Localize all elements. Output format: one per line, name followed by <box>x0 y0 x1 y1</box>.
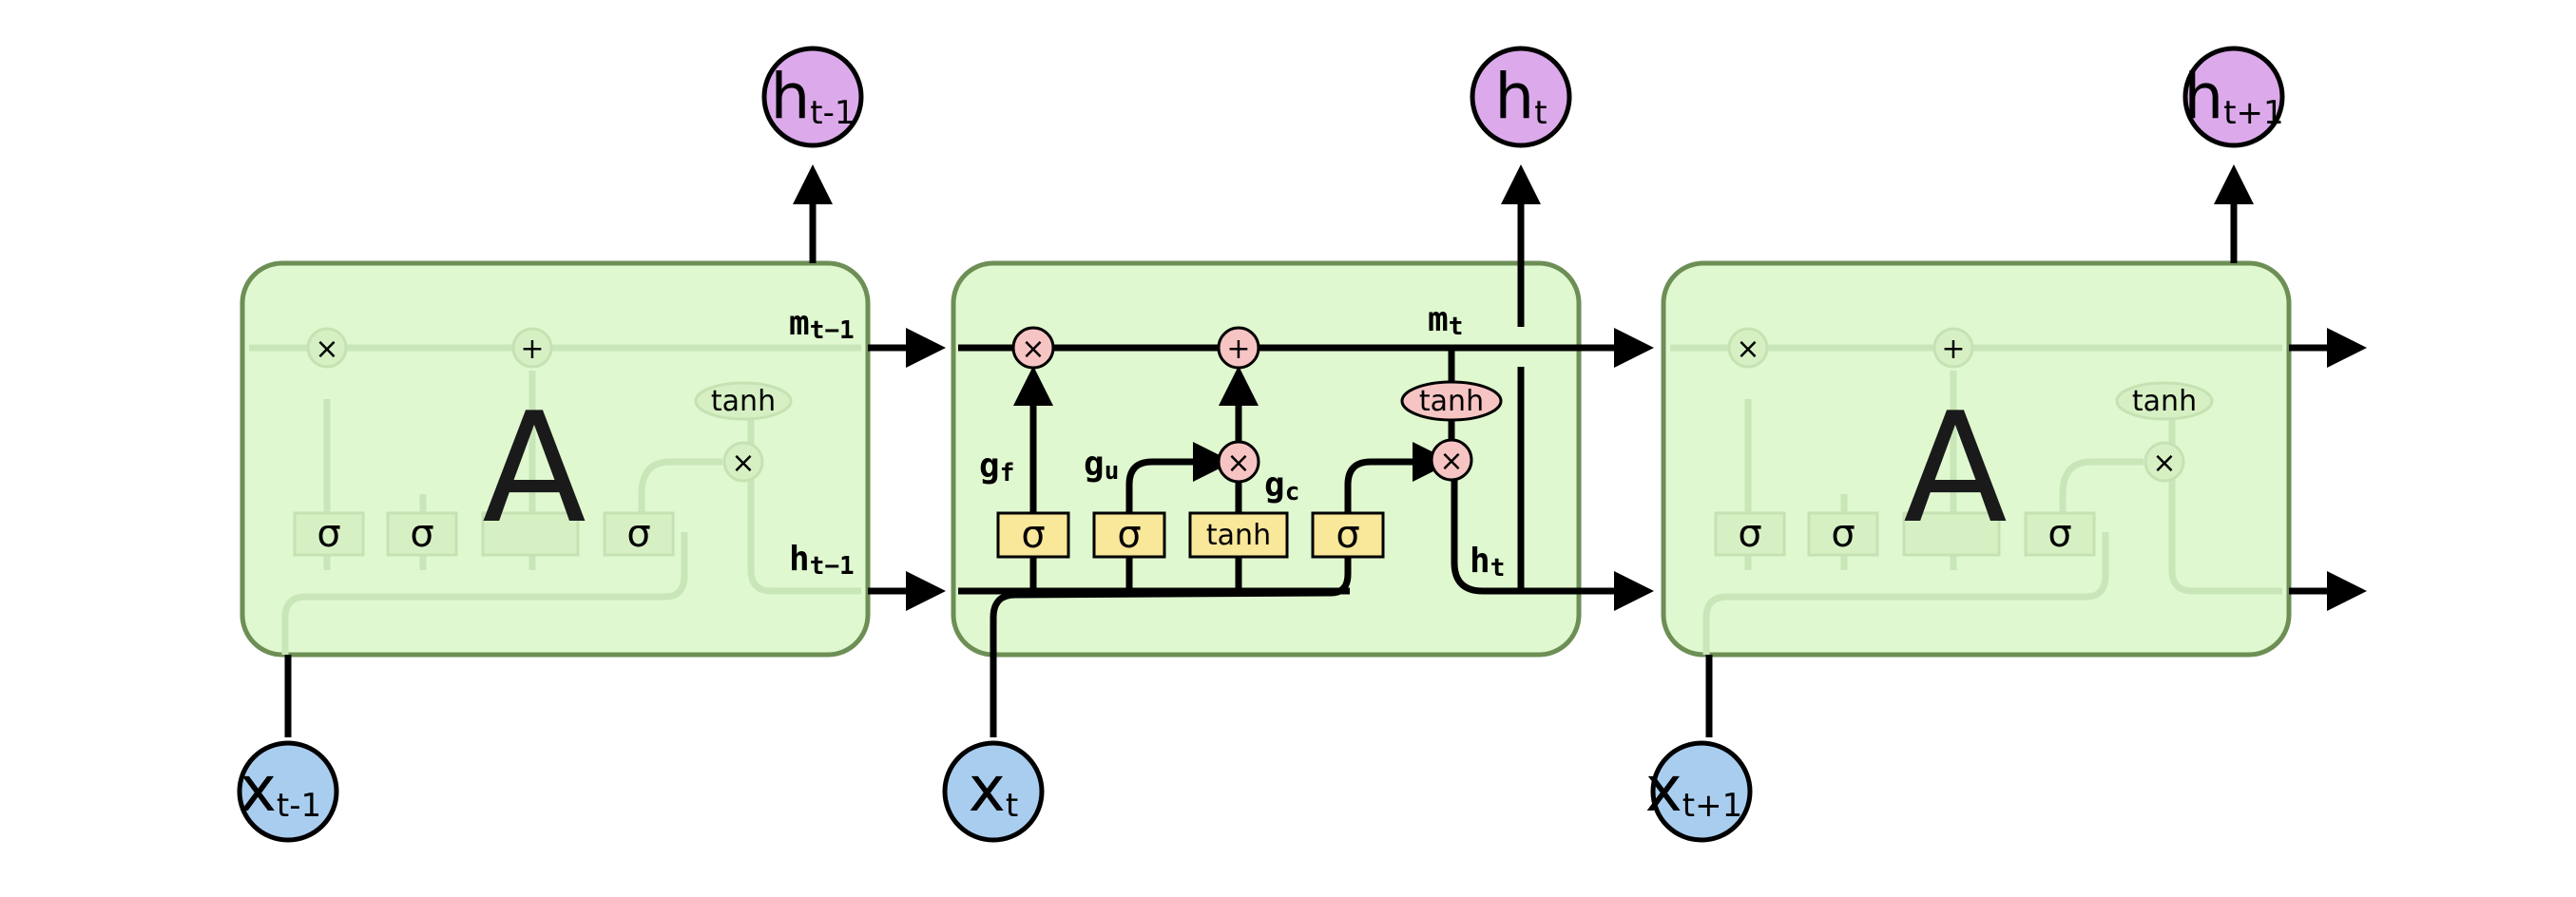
cell-right-box <box>1661 260 2292 658</box>
ghost-plus-r: + <box>1941 333 1965 366</box>
tanh-op <box>1400 380 1503 422</box>
cell-left-letter: A <box>482 379 586 557</box>
input-wires <box>284 655 1713 737</box>
output-times-op <box>1430 438 1473 482</box>
cell-middle-gates: σ σ tanh σ <box>996 511 1385 559</box>
gate-o <box>1311 511 1385 559</box>
cell-middle-wires <box>958 164 1654 737</box>
label-gc: gc <box>1264 466 1299 506</box>
output-node-3-label: ht+1 <box>2183 60 2283 133</box>
ghost-sigma-r1: σ <box>1738 512 1761 556</box>
gu-wire <box>1125 442 1233 513</box>
ghost-times-2: × <box>731 447 755 480</box>
gate-o-label: σ <box>1336 513 1359 557</box>
ghost-times-r1: × <box>1736 333 1759 366</box>
gate-c <box>1188 511 1289 559</box>
label-gf: gf <box>979 447 1014 487</box>
output-node-2 <box>1470 46 1572 148</box>
cell-middle-labels: gf gu gc mt ht <box>979 300 1505 582</box>
input-node-2-label: xt <box>969 753 1018 826</box>
plus-op <box>1217 326 1260 370</box>
ghost-sigma-1: σ <box>317 512 340 556</box>
label-m-prev: mt−1 <box>789 304 855 345</box>
label-mt: mt <box>1428 300 1463 341</box>
input-nodes: xt-1 xt xt+1 <box>237 740 1753 843</box>
cell-left-box <box>240 260 871 658</box>
update-times-label: × <box>1226 447 1250 480</box>
input-node-1 <box>237 740 339 843</box>
output-node-3 <box>2182 46 2285 148</box>
output-times-label: × <box>1439 445 1463 478</box>
output-node-2-label: ht <box>1494 60 1547 133</box>
forget-times-op <box>1011 326 1055 370</box>
input-node-1-label: xt-1 <box>240 753 321 826</box>
output-arrows <box>793 164 2254 263</box>
ghost-sigma-r3: σ <box>2047 512 2071 556</box>
ghost-sigma-3: σ <box>626 512 650 556</box>
cell-left: σ σ σ tanh × + × A <box>240 260 871 658</box>
gate-c-label: tanh <box>1206 519 1271 552</box>
output-node-1-label: ht-1 <box>770 60 855 133</box>
plus-label: + <box>1226 333 1250 366</box>
cell-right-ghost-internals: σ σ σ tanh × + × <box>1670 327 2282 655</box>
inter-cell-wires <box>868 328 2367 611</box>
ghost-tanh-r: tanh <box>2132 385 2197 418</box>
output-node-1 <box>761 46 864 148</box>
output-nodes: ht-1 ht ht+1 <box>761 46 2285 148</box>
gate-u-label: σ <box>1117 513 1141 557</box>
input-node-2 <box>942 740 1045 843</box>
label-h-prev: ht−1 <box>789 540 855 581</box>
go-wire <box>1344 442 1452 513</box>
cell-left-ghost-internals: σ σ σ tanh × + × <box>249 327 861 655</box>
input-node-3 <box>1650 740 1753 843</box>
ghost-times-1: × <box>315 333 338 366</box>
inter-cell-labels: mt−1 ht−1 <box>789 304 855 581</box>
hidden-out-wire <box>1451 458 1654 611</box>
gate-f <box>996 511 1070 559</box>
tanh-op-label: tanh <box>1419 385 1484 418</box>
cell-right: σ σ σ tanh × + × A <box>1661 260 2292 658</box>
ghost-plus: + <box>520 333 544 366</box>
cell-right-letter: A <box>1903 379 2007 557</box>
ghost-tanh: tanh <box>711 385 776 418</box>
gate-u <box>1092 511 1166 559</box>
gate-f-label: σ <box>1021 513 1045 557</box>
update-times-op <box>1217 440 1260 484</box>
input-node-3-label: xt+1 <box>1645 753 1743 826</box>
ghost-sigma-r2: σ <box>1831 512 1855 556</box>
cell-middle-ops: × + × tanh × <box>1011 326 1503 484</box>
ghost-times-r2: × <box>2152 447 2176 480</box>
ghost-sigma-2: σ <box>410 512 433 556</box>
label-gu: gu <box>1084 445 1119 486</box>
label-ht: ht <box>1470 542 1505 582</box>
forget-times-label: × <box>1021 333 1045 366</box>
